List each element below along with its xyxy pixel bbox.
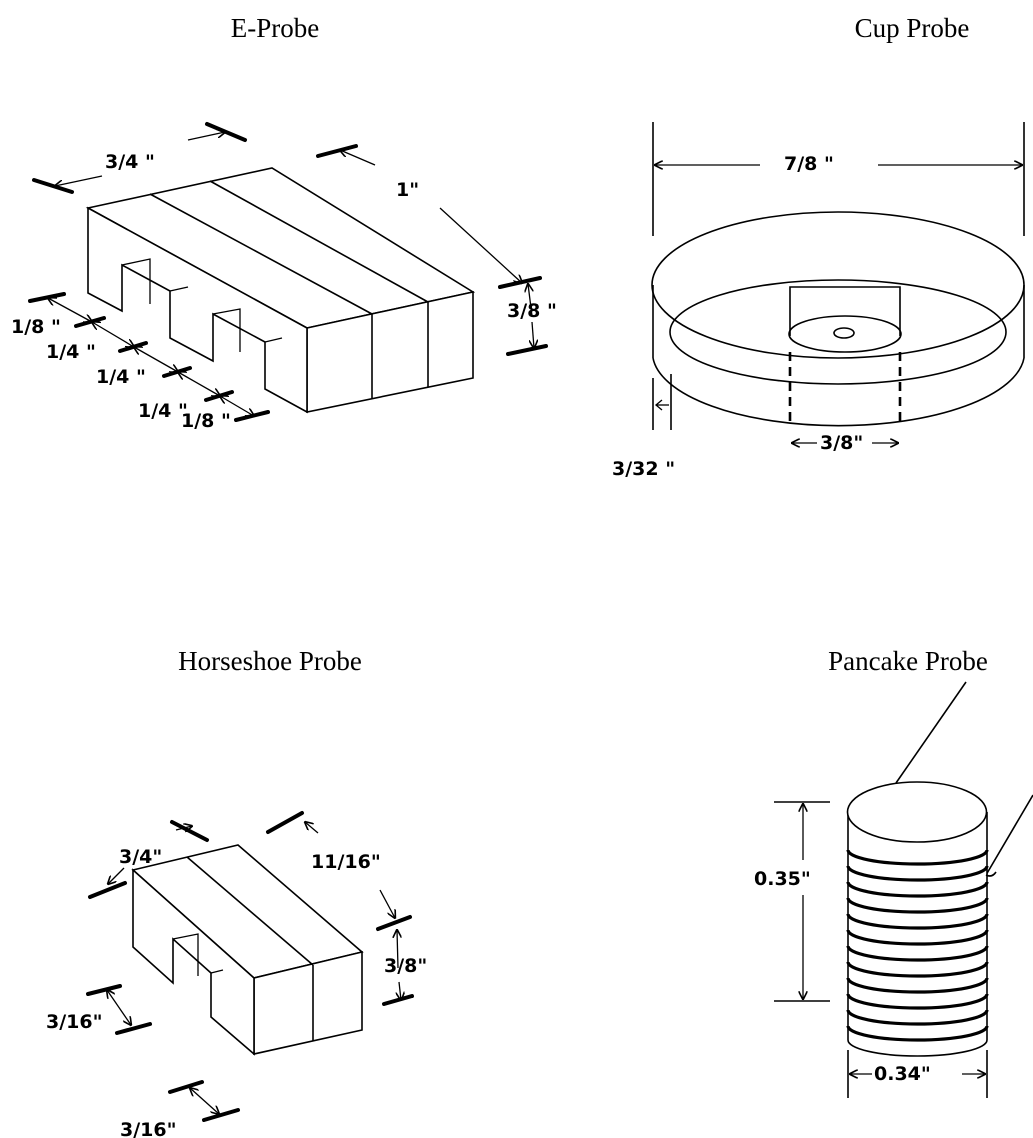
horseshoe-probe-dimensions: 3/4" 11/16" 3/8" 3/16" 3/16" [46,811,427,1138]
cup-wall-label: 3/32 " [612,458,675,480]
cup-probe-dimensions: 7/8 " 3/32 " 3/8" [612,122,1025,480]
pancake-diameter-label: 0.34" [874,1063,931,1085]
cup-probe-drawing [651,211,1025,427]
e-probe-width-label: 3/4 " [105,151,155,173]
horseshoe-leg1-label: 3/16" [46,1011,103,1033]
cup-probe-title: Cup Probe [855,13,970,43]
e-probe-leg1-label: 1/8 " [11,316,61,338]
e-probe-drawing [85,167,476,414]
pancake-probe-dimensions: 0.35" 0.34" [754,801,988,1098]
horseshoe-probe-title: Horseshoe Probe [178,646,362,676]
horseshoe-probe-drawing [131,844,364,1056]
pancake-probe-drawing [846,681,1033,1060]
cup-core-label: 3/8" [820,432,863,454]
pancake-probe-title: Pancake Probe [828,646,988,676]
pancake-height-label: 0.35" [754,868,811,890]
e-probe-dimensions: 3/4 " 1" 3/8 " 1/8 " 1/4 " 1/4 " 1/4 " 1… [11,122,557,432]
e-probe-gap2-label: 1/4 " [138,400,188,422]
horseshoe-length-label: 11/16" [311,851,381,873]
e-probe-length-label: 1" [396,179,419,201]
cup-diameter-label: 7/8 " [784,153,834,175]
horseshoe-width-label: 3/4" [119,846,162,868]
horseshoe-leg2-label: 3/16" [120,1119,177,1138]
e-probe-gap1-label: 1/4 " [46,341,96,363]
e-probe-center-label: 1/4 " [96,366,146,388]
e-probe-height-label: 3/8 " [507,300,557,322]
e-probe-title: E-Probe [231,13,319,43]
e-probe-leg2-label: 1/8 " [181,410,231,432]
horseshoe-height-label: 3/8" [384,955,427,977]
